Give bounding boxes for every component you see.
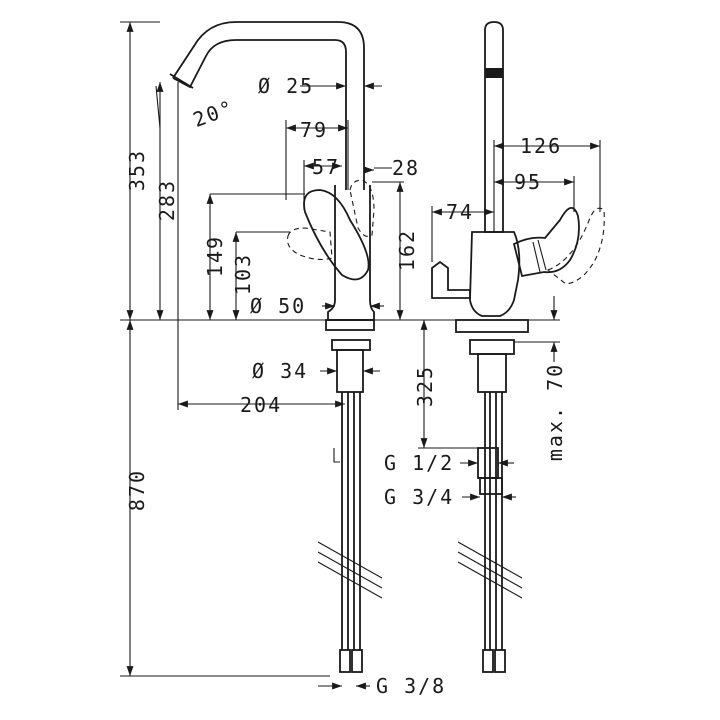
hose-break-marks [317,541,383,599]
front-view [431,21,605,673]
hose-fitting-right [351,649,363,673]
lever-dashed-right [349,179,375,237]
label-thread-large: G 3/4 [384,485,454,509]
label-hose-thread: G 3/8 [376,674,446,698]
hose-fitting-left [339,649,351,673]
side-labels: 353 283 20° Ø 25 79 57 28 149 103 162 Ø … [125,74,446,698]
label-body-height: 103 [231,253,255,295]
front-hose-fitting-left [482,649,494,673]
label-handle-height: 162 [395,229,419,271]
front-spout [484,21,504,233]
shank [336,349,364,393]
label-lever-span: 126 [520,134,562,158]
label-lever-width: 28 [392,156,420,180]
label-spout-reach: 204 [240,393,282,417]
front-hose-right [495,392,503,650]
front-lever-band [532,239,547,273]
label-max-countertop: max. 70 [543,363,567,461]
side-view [169,21,383,673]
label-base-diameter: Ø 50 [250,294,306,318]
label-lever-reach: 79 [300,118,328,142]
front-valve-small [477,447,499,479]
front-hose-left [484,392,491,650]
front-hose-break-marks [457,541,523,599]
front-dimensions [410,140,601,501]
label-thread-small: G 1/2 [384,451,454,475]
front-lever-solid [512,207,580,278]
label-side-offset: 74 [446,200,474,224]
label-spout-diameter: Ø 25 [258,74,314,98]
label-hose-length: 870 [125,469,149,511]
label-mounting-depth: 325 [413,365,437,407]
front-deck-plate [455,319,529,333]
deck-plate [325,319,375,331]
label-spout-angle: 20° [190,95,238,132]
hose-right [353,392,361,650]
lever-solid [303,189,370,281]
front-lever-dashed [546,207,605,285]
label-lever-height: 149 [203,235,227,277]
front-valve-large [479,477,503,495]
spout-tip [169,73,194,89]
label-lever-offset: 57 [312,155,340,179]
front-spout-aerator [485,68,503,78]
label-lever-offset-front: 95 [514,170,542,194]
nut-ring [331,339,371,351]
hose-clip [333,448,340,463]
front-nut-ring [469,339,515,355]
front-body [469,231,521,317]
front-hose-fitting-right [494,649,506,673]
front-labels: 126 95 74 325 max. 70 G 1/2 G 3/4 [384,134,567,509]
hose-left [341,392,349,650]
side-dimensions [120,21,420,690]
label-height-total: 353 [125,149,149,191]
label-shank-diameter: Ø 34 [252,359,308,383]
lever-dashed-left [286,227,333,261]
front-shank [477,353,507,393]
front-knob [431,260,471,299]
spout-outline [172,21,365,190]
label-height-spout: 283 [155,179,179,221]
